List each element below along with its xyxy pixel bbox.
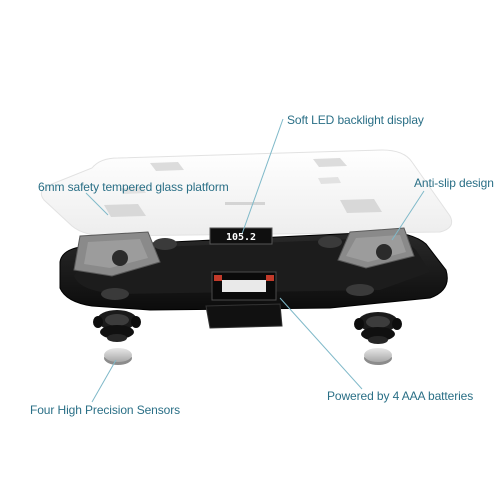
callout-anti-slip: Anti-slip design xyxy=(414,176,494,190)
callout-line-glass xyxy=(85,192,109,216)
callout-line-led xyxy=(241,118,284,235)
callout-batteries: Powered by 4 AAA batteries xyxy=(327,389,474,403)
callout-glass-platform: 6mm safety tempered glass platform xyxy=(38,180,229,194)
scale-base xyxy=(59,227,448,329)
callout-line-sensors xyxy=(91,359,117,403)
callout-line-anti-slip xyxy=(391,190,425,241)
callout-lines xyxy=(85,118,425,403)
sensor-foot-right xyxy=(354,312,402,344)
battery-disk-right xyxy=(364,348,392,365)
callout-line-batteries xyxy=(279,297,363,390)
callout-led-display: Soft LED backlight display xyxy=(287,113,424,127)
callout-sensors: Four High Precision Sensors xyxy=(30,403,181,417)
led-readout: 105.2 xyxy=(226,232,256,243)
sensor-foot-left xyxy=(93,310,141,342)
glass-platform xyxy=(40,149,453,237)
battery-disk-left xyxy=(104,348,132,365)
